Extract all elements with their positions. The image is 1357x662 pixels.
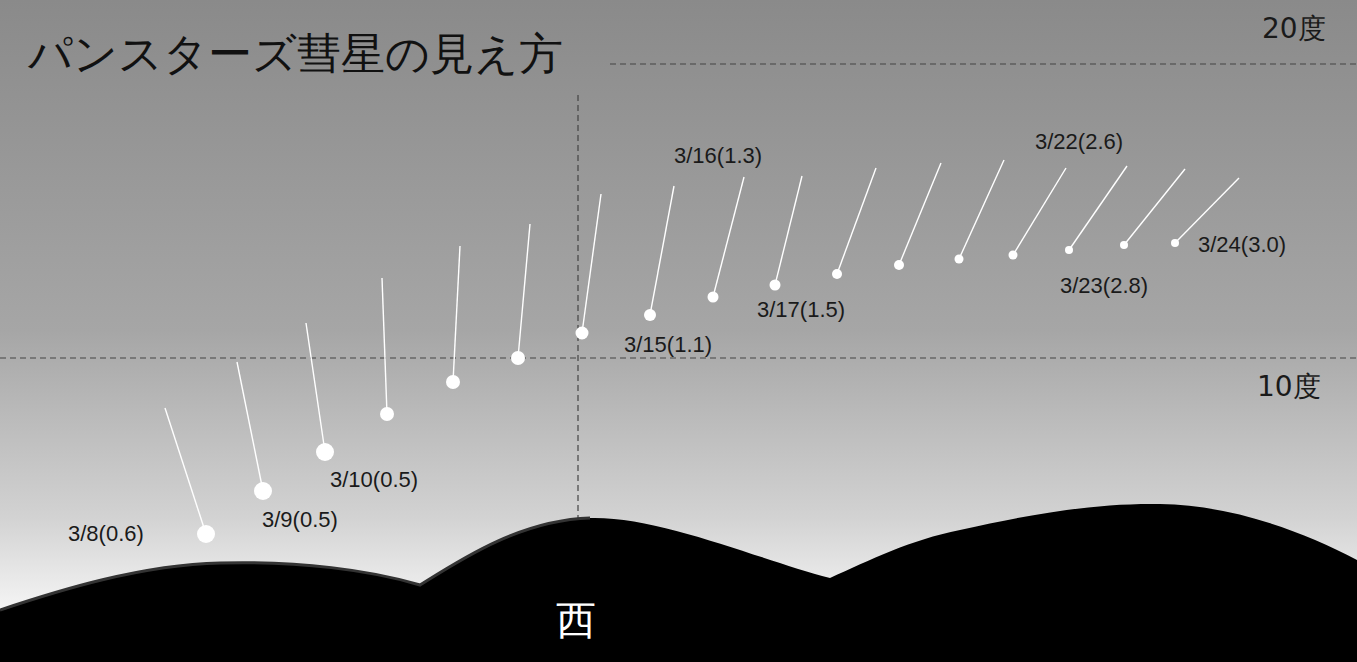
altitude-line xyxy=(610,63,1357,64)
west-line xyxy=(577,95,578,520)
comet-tail xyxy=(775,176,802,285)
comet-tail xyxy=(382,278,387,414)
comet-head xyxy=(1120,241,1128,249)
date-label: 3/24(3.0) xyxy=(1198,233,1286,257)
comet-head xyxy=(770,280,781,291)
comet-tail xyxy=(165,408,206,534)
comet xyxy=(708,177,745,303)
altitude-label: 20度 xyxy=(1262,14,1326,45)
comet-head xyxy=(197,525,215,543)
date-label: 3/16(1.3) xyxy=(674,144,762,168)
comet-track xyxy=(165,160,1239,543)
comet xyxy=(306,323,334,461)
date-label: 3/22(2.6) xyxy=(1035,130,1123,154)
comet xyxy=(1009,168,1067,260)
comet-head xyxy=(380,407,394,421)
comet xyxy=(955,160,1005,264)
comet-tail xyxy=(1069,166,1127,250)
comet-head xyxy=(576,327,589,340)
comet-head xyxy=(1065,246,1073,254)
comet-head xyxy=(832,269,842,279)
altitude-label: 10度 xyxy=(1257,372,1321,403)
direction-label: 西 xyxy=(556,598,596,642)
comet-head xyxy=(1009,251,1018,260)
comet-head xyxy=(1171,239,1179,247)
date-label: 3/9(0.5) xyxy=(262,508,338,532)
grid-lines xyxy=(0,64,1357,520)
comet xyxy=(1065,166,1127,254)
date-label: 3/23(2.8) xyxy=(1060,274,1148,298)
comet-head xyxy=(446,375,460,389)
comet xyxy=(832,168,876,279)
comet-tail xyxy=(959,160,1004,259)
comet-tail xyxy=(650,186,674,315)
comet-tail xyxy=(582,194,601,333)
comet xyxy=(446,246,460,389)
comet-head xyxy=(644,309,656,321)
comet xyxy=(165,408,215,543)
comet-head xyxy=(955,255,964,264)
comet-tail xyxy=(837,168,876,274)
comet-tail xyxy=(518,224,530,358)
comet-tail xyxy=(306,323,325,452)
date-label: 3/15(1.1) xyxy=(624,333,712,357)
comet xyxy=(1120,169,1185,249)
chart-title: パンスターズ彗星の見え方 xyxy=(28,30,563,78)
comet-tail xyxy=(713,177,744,297)
date-label: 3/8(0.6) xyxy=(68,522,144,546)
comet-head xyxy=(511,351,525,365)
date-label: 3/10(0.5) xyxy=(330,468,418,492)
comet-tail xyxy=(237,362,263,491)
comet xyxy=(380,278,394,421)
comet xyxy=(511,224,530,365)
comet-tail xyxy=(1013,168,1066,255)
comet-head xyxy=(254,482,272,500)
altitude-line xyxy=(0,357,1357,358)
mountain-silhouette xyxy=(0,504,1357,662)
comet-tail xyxy=(453,246,460,382)
comet-head xyxy=(708,292,719,303)
comet xyxy=(644,186,674,321)
comet xyxy=(894,163,941,270)
comet xyxy=(237,362,272,500)
comet xyxy=(576,194,602,340)
comet-head xyxy=(316,443,334,461)
comet-tail xyxy=(1124,169,1185,245)
date-label: 3/17(1.5) xyxy=(757,298,845,322)
comet xyxy=(770,176,803,291)
comet-tail xyxy=(899,163,941,265)
comet-head xyxy=(894,260,904,270)
